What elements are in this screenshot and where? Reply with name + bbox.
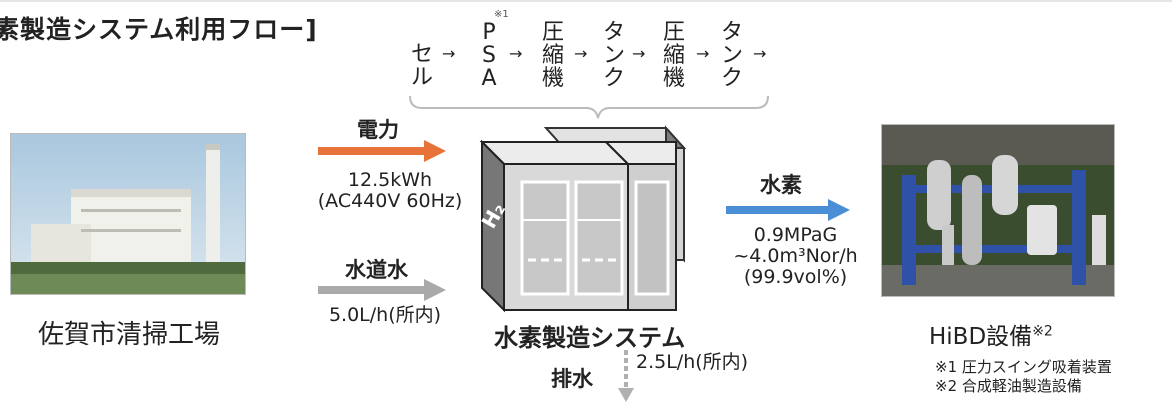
chain-arrow-icon: →: [632, 44, 646, 63]
step-compressor-1-char: 圧: [541, 20, 564, 45]
hydrogen-flow-value: ~4.0m³Nor/h: [733, 245, 858, 267]
footnote-1: ※1 圧力スイング吸着装置: [935, 358, 1112, 376]
step-tank-1-char: タ: [602, 20, 625, 45]
chain-arrow-icon: →: [442, 44, 456, 63]
power-value: 12.5kWh (AC440V 60Hz): [305, 170, 475, 212]
chain-arrow-icon: →: [509, 44, 523, 63]
hydrogen-pressure-value: 0.9MPaG: [753, 224, 838, 246]
chain-arrow-icon: →: [696, 44, 710, 63]
step-compressor-2-char: 縮: [662, 43, 685, 68]
hibd-photo: [881, 124, 1115, 297]
step-compressor-1-char: 機: [541, 66, 564, 91]
water-arrow-icon: [318, 279, 446, 301]
hydrogen-arrow-icon: [726, 199, 850, 221]
drain-value: 2.5L/h(所内): [636, 351, 749, 373]
page-title: 素製造システム利用フロー]: [0, 15, 318, 44]
destination-name: HiBD設備: [929, 324, 1033, 350]
step-tank-1-char: ク: [602, 66, 625, 91]
water-label: 水道水: [345, 258, 408, 282]
power-arrow-icon: [318, 140, 446, 162]
drain-arrow-icon: [618, 350, 634, 402]
step-compressor-2: 圧 縮 機: [661, 21, 687, 90]
hydrogen-purity-value: (99.9vol%): [743, 266, 848, 288]
step-psa-char: A: [481, 66, 497, 91]
step-cell-char: セ: [410, 42, 433, 67]
psa-footnote-mark: ※1: [494, 9, 509, 20]
hydrogen-system-illustration: H₂: [478, 125, 687, 313]
power-energy-value: 12.5kWh: [347, 169, 433, 191]
step-compressor-1: 圧 縮 機: [540, 21, 566, 90]
step-tank-1-char: ン: [602, 43, 625, 68]
power-label: 電力: [357, 118, 399, 142]
step-tank-1: タ ン ク: [601, 21, 627, 90]
step-cell-char: ル: [410, 65, 433, 90]
water-value: 5.0L/h(所内): [328, 304, 442, 326]
system-label: 水素製造システム: [494, 324, 686, 352]
process-bracket: [409, 95, 769, 119]
plant-photo: [10, 133, 246, 295]
step-compressor-1-char: 縮: [541, 43, 564, 68]
hydrogen-value: 0.9MPaG ~4.0m³Nor/h (99.9vol%): [713, 225, 878, 288]
destination-label: HiBD設備※2: [929, 317, 1053, 351]
drain-label: 排水: [551, 367, 593, 391]
destination-footnote-mark: ※2: [1032, 323, 1053, 340]
footnote-2: ※2 合成軽油製造設備: [935, 377, 1082, 395]
step-tank-2: タ ン ク: [719, 21, 745, 90]
chain-arrow-icon: →: [574, 44, 588, 63]
step-psa-char: S: [482, 43, 496, 68]
step-compressor-2-char: 圧: [662, 20, 685, 45]
step-psa: P S A: [476, 21, 502, 90]
footnotes: ※1 圧力スイング吸着装置 ※2 合成軽油製造設備: [935, 358, 1112, 396]
step-tank-2-char: ク: [720, 66, 743, 91]
top-border: [0, 0, 1172, 2]
step-tank-2-char: ン: [720, 43, 743, 68]
source-label: 佐賀市清掃工場: [38, 320, 221, 350]
power-voltage-value: (AC440V 60Hz): [317, 190, 463, 212]
step-psa-char: P: [482, 20, 496, 45]
step-cell: セ ル: [409, 43, 435, 89]
hydrogen-label: 水素: [760, 173, 802, 197]
chain-arrow-icon: →: [753, 44, 767, 63]
step-tank-2-char: タ: [720, 20, 743, 45]
step-compressor-2-char: 機: [662, 66, 685, 91]
